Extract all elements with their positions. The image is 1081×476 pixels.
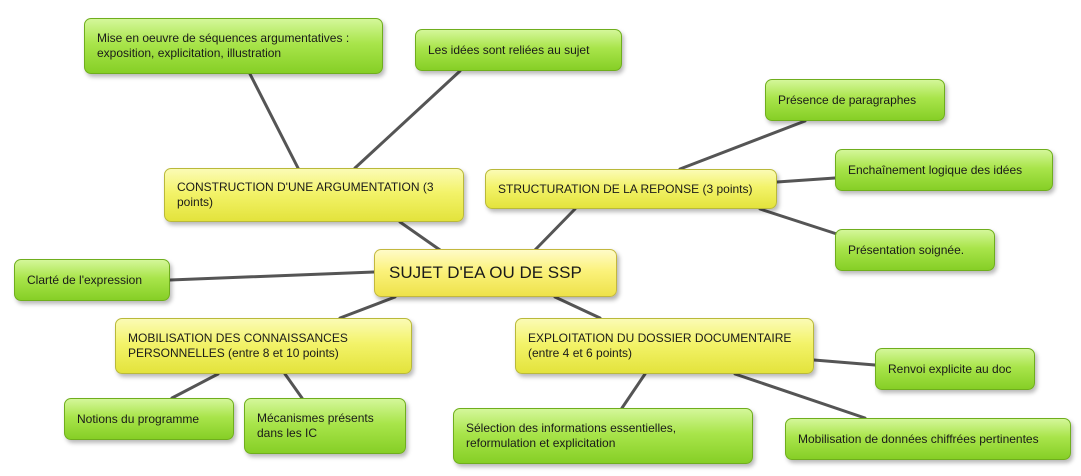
leaf-node-donnees-chiffrees[interactable]: Mobilisation de données chiffrées pertin… xyxy=(785,418,1071,460)
branch-node-mobilisation-connaissances[interactable]: MOBILISATION DES CONNAISSANCES PERSONNEL… xyxy=(115,318,412,374)
leaf-node-paragraphes[interactable]: Présence de paragraphes xyxy=(765,79,945,121)
edge-b2-l5 xyxy=(758,207,842,237)
edge-b2-l3 xyxy=(678,119,807,171)
edge-root-b4 xyxy=(553,295,602,320)
edge-b3-l8 xyxy=(283,372,304,400)
edge-b1-l1 xyxy=(248,72,300,170)
edge-root-b2 xyxy=(533,207,577,252)
edge-root-b3 xyxy=(338,295,397,320)
edge-b4-l9 xyxy=(812,358,877,367)
leaf-node-renvoi-doc[interactable]: Renvoi explicite au doc xyxy=(875,348,1035,390)
edge-root-b1 xyxy=(398,220,442,252)
edge-root-l6 xyxy=(168,270,376,282)
leaf-node-notions-programme[interactable]: Notions du programme xyxy=(64,398,234,440)
edge-b3-l7 xyxy=(170,372,220,400)
edge-b2-l4 xyxy=(775,176,837,184)
edge-b1-l2 xyxy=(353,69,462,170)
leaf-node-clarte-expression[interactable]: Clarté de l'expression xyxy=(14,259,170,301)
leaf-node-presentation-soignee[interactable]: Présentation soignée. xyxy=(835,229,995,271)
root-node-sujet[interactable]: SUJET D'EA OU DE SSP xyxy=(374,249,617,297)
branch-node-exploitation-dossier[interactable]: EXPLOITATION DU DOSSIER DOCUMENTAIRE (en… xyxy=(515,318,814,374)
leaf-node-idees-reliees[interactable]: Les idées sont reliées au sujet xyxy=(415,29,622,71)
branch-node-construction-argumentation[interactable]: CONSTRUCTION D'UNE ARGUMENTATION (3 poin… xyxy=(164,168,464,222)
leaf-node-mecanismes-ic[interactable]: Mécanismes présents dans les IC xyxy=(244,398,406,454)
leaf-node-enchainement-logique[interactable]: Enchaînement logique des idées xyxy=(835,149,1053,191)
edge-b4-l11 xyxy=(733,372,867,420)
edge-b4-l10 xyxy=(620,372,647,410)
leaf-node-sequences-argumentatives[interactable]: Mise en oeuvre de séquences argumentativ… xyxy=(84,18,383,74)
leaf-node-selection-informations[interactable]: Sélection des informations essentielles,… xyxy=(453,408,753,464)
branch-node-structuration-reponse[interactable]: STRUCTURATION DE LA REPONSE (3 points) xyxy=(485,169,777,209)
